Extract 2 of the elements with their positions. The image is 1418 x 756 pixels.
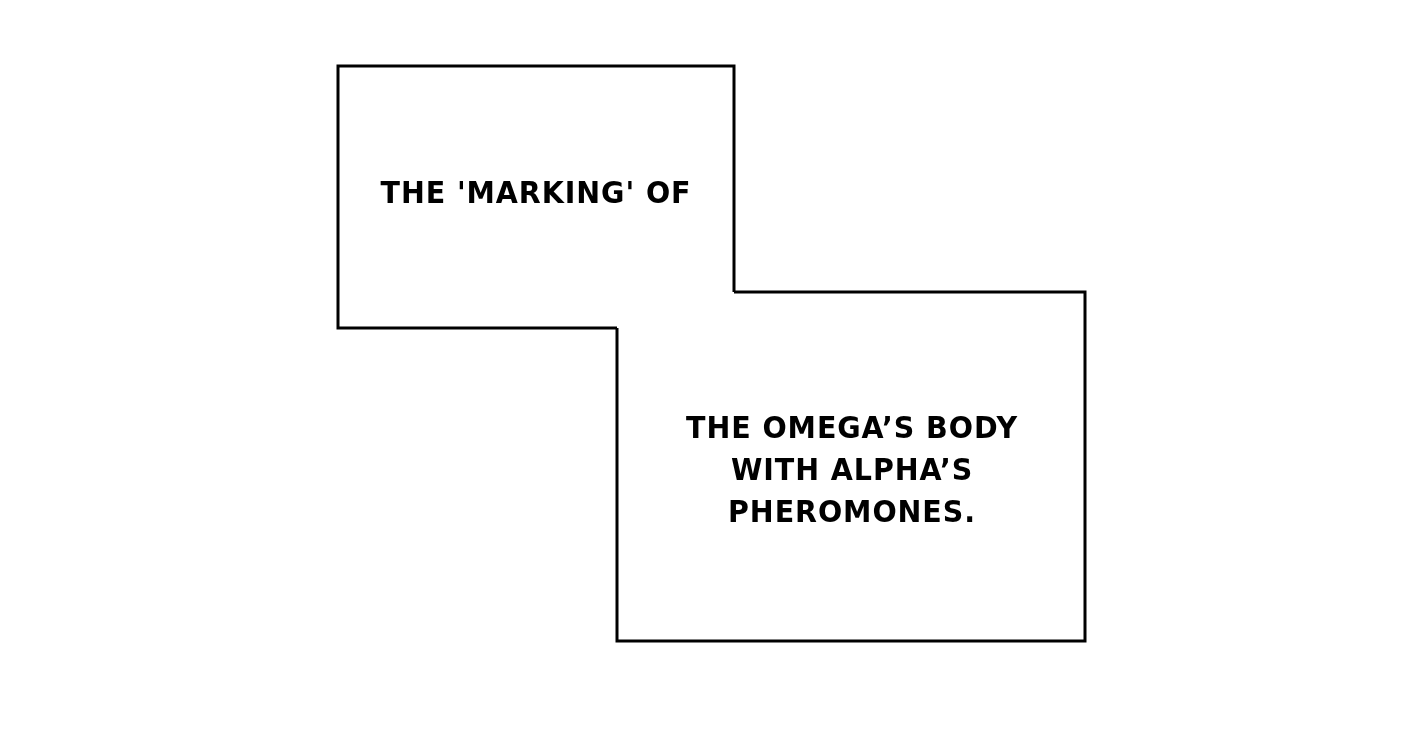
caption-text: THE OMEGA’S BODY WITH ALPHA’S PHEROMONES. [685, 408, 1019, 531]
caption-text: THE 'MARKING' OF [379, 173, 693, 212]
